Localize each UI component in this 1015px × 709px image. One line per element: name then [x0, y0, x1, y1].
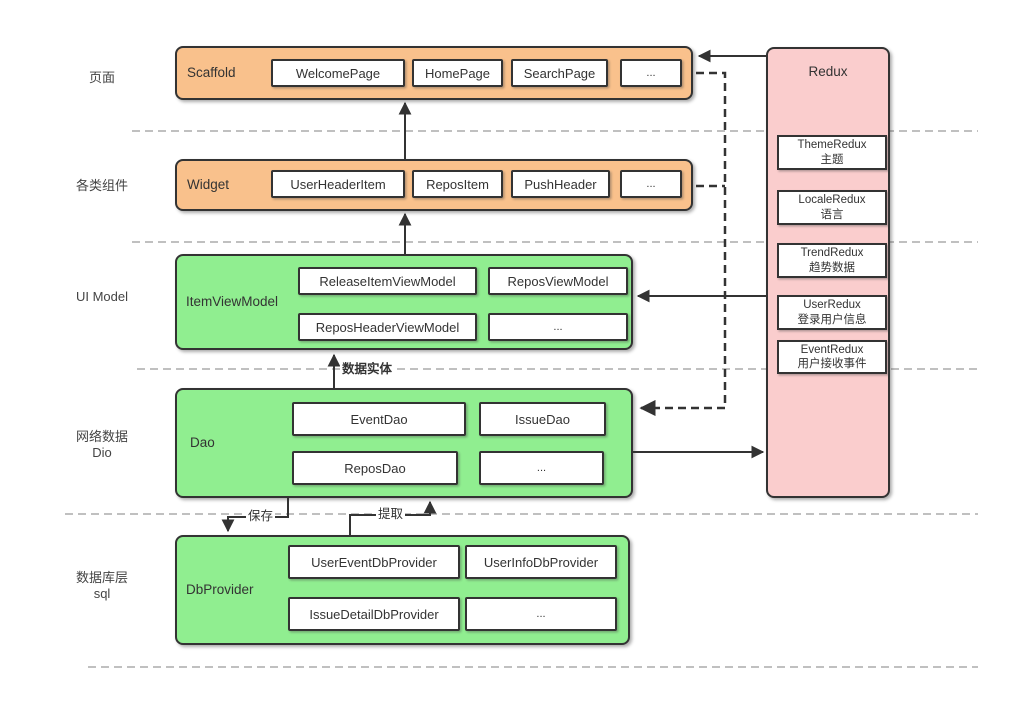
redux-item-name: LocaleRedux: [798, 194, 866, 206]
side-label-components: 各类组件: [75, 178, 128, 193]
redux-item-eventredux: EventRedux 用户接收事件: [777, 340, 887, 374]
dao-item-more: ...: [479, 451, 604, 485]
redux-item-desc: 趋势数据: [809, 261, 855, 274]
side-label-pages: 页面: [88, 70, 115, 85]
redux-item-userredux: UserRedux 登录用户信息: [777, 295, 887, 330]
redux-item-desc: 语言: [820, 208, 844, 221]
ivm-item-reposviewmodel: ReposViewModel: [488, 267, 628, 295]
redux-item-desc: 主题: [820, 153, 844, 166]
scaffold-title: Scaffold: [187, 65, 236, 80]
db-item-issuedetaildbprovider: IssueDetailDbProvider: [288, 597, 460, 631]
arrow-scaffold-to-dao-dashed: [639, 71, 727, 417]
dao-item-issuedao: IssueDao: [479, 402, 606, 436]
side-label-network: 网络数据 Dio: [52, 429, 152, 460]
scaffold-item-more: ...: [620, 59, 682, 87]
side-label-database-line1: 数据库层: [75, 570, 128, 585]
redux-item-themeredux: ThemeRedux 主题: [777, 135, 887, 170]
redux-item-trendredux: TrendRedux 趋势数据: [777, 243, 887, 278]
db-item-usereventdbprovider: UserEventDbProvider: [288, 545, 460, 579]
redux-item-desc: 登录用户信息: [797, 313, 867, 326]
widget-item-more: ...: [620, 170, 682, 198]
redux-item-name: EventRedux: [800, 343, 864, 356]
dao-item-eventdao: EventDao: [292, 402, 466, 436]
db-provider-title: DbProvider: [186, 582, 254, 597]
redux-item-localeredux: LocaleRedux 语言: [777, 190, 887, 225]
redux-item-name: TrendRedux: [800, 247, 864, 259]
widget-item-userheaderitem: UserHeaderItem: [271, 170, 405, 198]
edge-label-save: 保存: [246, 509, 276, 524]
scaffold-item-homepage: HomePage: [412, 59, 503, 87]
scaffold-item-welcomepage: WelcomePage: [271, 59, 405, 87]
redux-item-desc: 用户接收事件: [797, 358, 867, 370]
side-label-network-line2: Dio: [92, 444, 112, 460]
edge-label-data-entity: 数据实体: [340, 362, 395, 377]
db-item-userinfodbprovider: UserInfoDbProvider: [465, 545, 617, 579]
item-view-model-title: ItemViewModel: [186, 294, 279, 309]
side-label-database-line2: sql: [93, 585, 111, 601]
redux-title: Redux: [808, 64, 848, 79]
widget-item-pushheader: PushHeader: [511, 170, 610, 198]
widget-title: Widget: [187, 177, 230, 192]
redux-item-name: UserRedux: [803, 299, 861, 311]
widget-item-reposte: ReposItem: [412, 170, 503, 198]
redux-item-name: ThemeRedux: [797, 139, 867, 151]
side-label-network-line1: 网络数据: [75, 429, 128, 444]
ivm-item-reposheaderviewmodel: ReposHeaderViewModel: [298, 313, 477, 341]
db-item-more: ...: [465, 597, 617, 631]
ivm-item-more: ...: [488, 313, 628, 341]
edge-label-fetch: 提取: [376, 507, 406, 522]
side-label-database: 数据库层 sql: [52, 570, 152, 601]
scaffold-item-searchpage: SearchPage: [511, 59, 608, 87]
dao-item-reposdao: ReposDao: [292, 451, 458, 485]
ivm-item-releaseitemviewmodel: ReleaseItemViewModel: [298, 267, 477, 295]
dao-title: Dao: [190, 435, 215, 450]
side-label-ui-model: UI Model: [75, 289, 129, 304]
